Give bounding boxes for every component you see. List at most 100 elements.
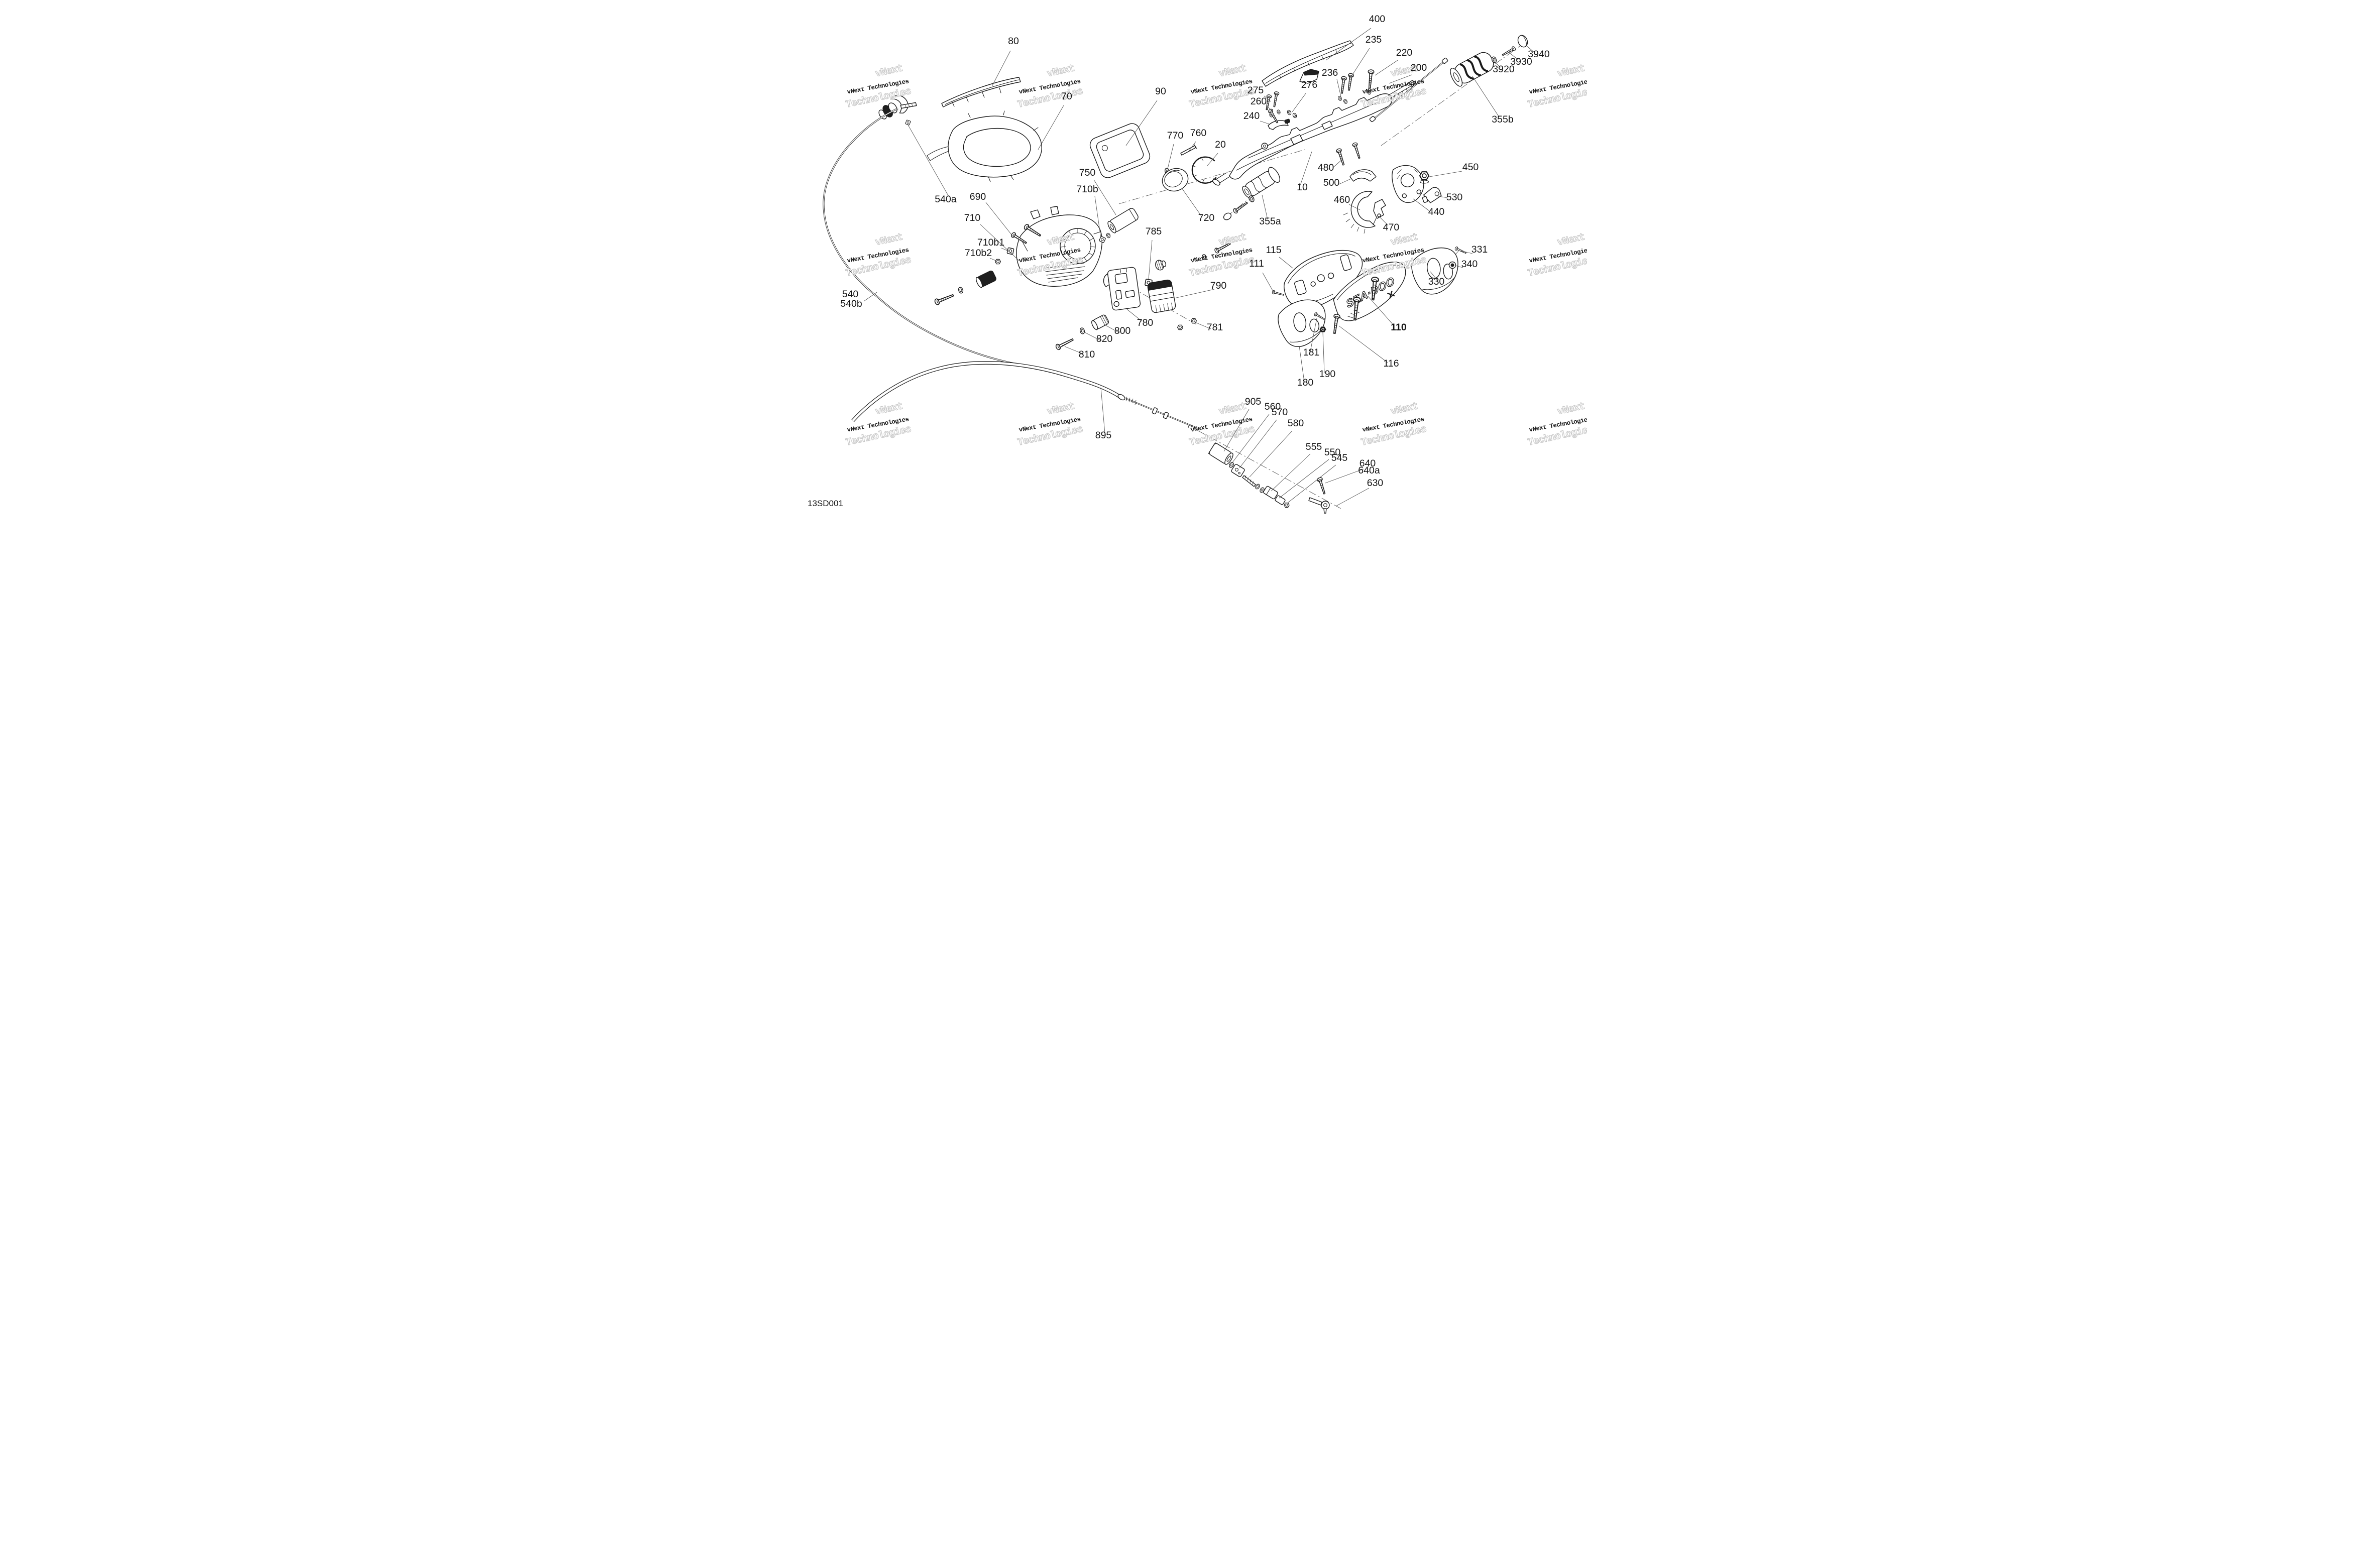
- leader-3940: [1525, 45, 1535, 53]
- part-label-3920: 3920: [1493, 64, 1515, 75]
- part-276-washers: [1286, 109, 1298, 119]
- part-label-720: 720: [1198, 212, 1214, 223]
- part-label-770: 770: [1167, 130, 1183, 141]
- diagram-code: 13SD001: [808, 499, 843, 508]
- watermark-outline-line1: vNext: [1389, 401, 1419, 418]
- part-label-480: 480: [1317, 162, 1334, 173]
- part-rubber-sleeve: [975, 270, 996, 288]
- diagram-page: SEA·DOO: [793, 0, 1587, 514]
- part-label-540b: 540b: [840, 298, 862, 309]
- leader-470: [1379, 216, 1388, 226]
- leader-630: [1335, 488, 1369, 507]
- leader-20: [1207, 153, 1218, 166]
- part-label-545: 545: [1331, 452, 1347, 463]
- part-240-lever: [1267, 118, 1290, 130]
- part-label-400: 400: [1369, 14, 1385, 25]
- part-label-640: 640: [1359, 458, 1376, 469]
- leader-710b1: [1001, 248, 1009, 252]
- leader-570: [1239, 419, 1277, 468]
- leader-781: [1195, 322, 1211, 329]
- part-330-side-pod-right: [1411, 248, 1458, 295]
- part-label-3930: 3930: [1510, 56, 1532, 67]
- leader-710: [980, 224, 1019, 262]
- part-450-nut: [1419, 171, 1429, 184]
- part-781-nuts: [1177, 318, 1197, 330]
- watermark-outline-line1: vNext: [874, 231, 903, 249]
- part-label-540: 540: [842, 289, 858, 300]
- part-580-rod: [1241, 475, 1265, 494]
- part-label-690: 690: [969, 191, 986, 202]
- part-mount-screw-washer: [933, 286, 964, 306]
- leader-750: [1093, 179, 1116, 215]
- part-label-710b1: 710b1: [977, 237, 1004, 248]
- leader-355a: [1262, 194, 1268, 220]
- part-90-gasket: [1089, 123, 1150, 178]
- leader-200: [1389, 74, 1412, 84]
- part-label-540a: 540a: [935, 194, 957, 205]
- leader-905: [1223, 409, 1249, 452]
- part-label-560: 560: [1264, 401, 1281, 412]
- leader-10: [1300, 151, 1312, 186]
- part-label-200: 200: [1410, 62, 1427, 73]
- part-label-630: 630: [1367, 478, 1383, 489]
- watermark-outline-line1: vNext: [1046, 63, 1075, 80]
- leader-lines: [863, 28, 1535, 507]
- part-550-bushing: [1274, 495, 1286, 505]
- part-label-710: 710: [964, 212, 980, 223]
- part-label-580: 580: [1287, 418, 1304, 429]
- leader-545: [1286, 464, 1336, 504]
- part-label-640a: 640a: [1358, 465, 1380, 476]
- watermark-outline-line1: vNext: [1556, 401, 1585, 418]
- part-label-20: 20: [1215, 139, 1226, 150]
- part-790-pad: [1147, 279, 1176, 313]
- part-label-90: 90: [1155, 86, 1166, 97]
- part-label-116: 116: [1383, 358, 1399, 369]
- watermark-outline-line1: vNext: [1556, 231, 1585, 249]
- part-steering-shaft-lower: [1124, 396, 1196, 430]
- leader-710b2: [989, 258, 997, 262]
- watermark-outline-line1: vNext: [874, 401, 903, 418]
- leader-540a: [907, 124, 949, 197]
- leader-111: [1262, 272, 1274, 293]
- leader-820: [1083, 331, 1101, 341]
- part-340-grommet: [1448, 261, 1456, 269]
- part-label-760: 760: [1190, 128, 1206, 139]
- watermark-outline-line1: vNext: [1217, 401, 1247, 418]
- part-label-70: 70: [1061, 91, 1072, 102]
- part-label-330: 330: [1428, 276, 1444, 287]
- watermark-outline-line1: vNext: [1217, 63, 1247, 80]
- leader-90: [1125, 100, 1157, 146]
- part-label-235: 235: [1365, 34, 1382, 45]
- part-label-111: 111: [1249, 258, 1264, 269]
- part-label-820: 820: [1096, 333, 1112, 344]
- part-355b-grip: [1449, 52, 1494, 87]
- part-label-570: 570: [1271, 407, 1288, 418]
- leader-895: [1100, 387, 1105, 434]
- part-label-181: 181: [1303, 347, 1319, 358]
- part-label-220: 220: [1396, 47, 1412, 58]
- watermark-outline-line1: vNext: [1389, 231, 1419, 249]
- part-905-coupler: [1208, 442, 1233, 465]
- part-label-190: 190: [1319, 369, 1335, 380]
- part-label-275: 275: [1247, 85, 1264, 96]
- leader-116: [1338, 325, 1388, 363]
- leader-235: [1349, 48, 1370, 80]
- leader-800: [1104, 324, 1119, 333]
- part-500-clamp-upper: [1349, 169, 1377, 182]
- leader-260: [1267, 106, 1273, 112]
- leader-180: [1299, 345, 1304, 382]
- part-adjuster-knob: [1155, 260, 1166, 271]
- leader-480: [1332, 159, 1342, 168]
- part-label-555: 555: [1305, 441, 1322, 452]
- leader-810: [1064, 346, 1083, 354]
- leader-780: [1126, 309, 1142, 322]
